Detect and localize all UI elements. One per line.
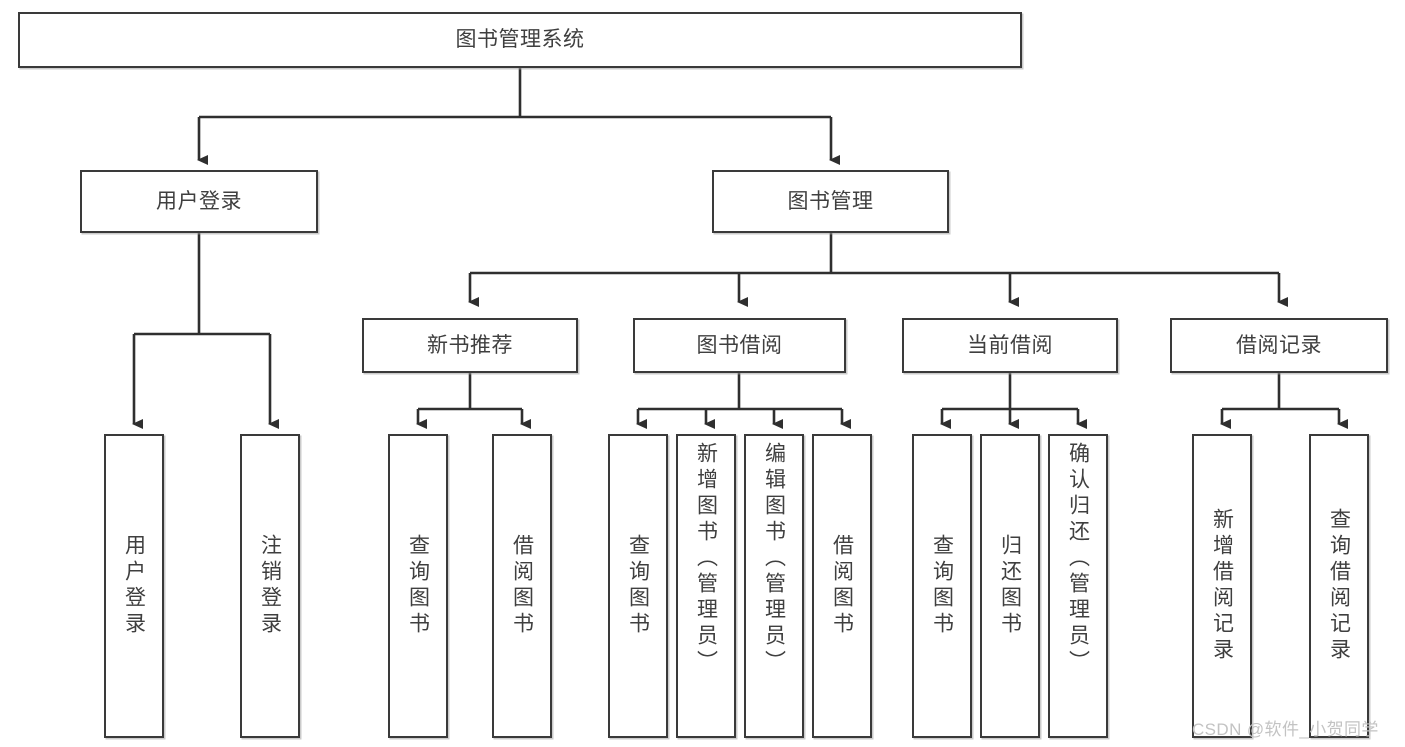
leaf-query-book-3-label: 查询图书 — [930, 534, 954, 638]
leaf-edit-book[interactable]: 编辑图书（管理员） — [744, 434, 804, 738]
leaf-add-book[interactable]: 新增图书（管理员） — [676, 434, 736, 738]
leaf-query-book-1-label: 查询图书 — [406, 534, 430, 638]
node-book-manage-label: 图书管理 — [787, 189, 874, 213]
leaf-user-login[interactable]: 用户登录 — [104, 434, 164, 738]
node-new-book-recommend-label: 新书推荐 — [427, 333, 513, 357]
node-current-borrow[interactable]: 当前借阅 — [902, 318, 1118, 373]
csdn-watermark: CSDN @软件_小贺同学 — [1192, 720, 1379, 739]
node-current-borrow-label: 当前借阅 — [967, 333, 1053, 357]
node-user-login[interactable]: 用户登录 — [80, 170, 318, 233]
leaf-borrow-book-2[interactable]: 借阅图书 — [812, 434, 872, 738]
leaf-edit-book-label: 编辑图书（管理员） — [762, 442, 786, 676]
leaf-add-record[interactable]: 新增借阅记录 — [1192, 434, 1252, 738]
leaf-query-book-2-label: 查询图书 — [626, 534, 650, 638]
node-book-borrow[interactable]: 图书借阅 — [633, 318, 846, 373]
leaf-user-login-label: 用户登录 — [122, 534, 146, 638]
leaf-query-book-1[interactable]: 查询图书 — [388, 434, 448, 738]
node-borrow-record-label: 借阅记录 — [1236, 333, 1322, 357]
leaf-add-book-label: 新增图书（管理员） — [694, 442, 718, 676]
leaf-query-book-3[interactable]: 查询图书 — [912, 434, 972, 738]
leaf-confirm-return[interactable]: 确认归还（管理员） — [1048, 434, 1108, 738]
leaf-borrow-book-1[interactable]: 借阅图书 — [492, 434, 552, 738]
node-book-manage[interactable]: 图书管理 — [712, 170, 949, 233]
node-root-label: 图书管理系统 — [455, 28, 585, 52]
leaf-query-book-2[interactable]: 查询图书 — [608, 434, 668, 738]
node-book-borrow-label: 图书借阅 — [696, 333, 783, 357]
leaf-confirm-return-label: 确认归还（管理员） — [1066, 442, 1090, 676]
leaf-query-record[interactable]: 查询借阅记录 — [1309, 434, 1369, 738]
leaf-borrow-book-2-label: 借阅图书 — [830, 534, 854, 638]
leaf-query-record-label: 查询借阅记录 — [1327, 508, 1351, 664]
leaf-user-logout[interactable]: 注销登录 — [240, 434, 300, 738]
node-user-login-label: 用户登录 — [156, 189, 242, 213]
node-root[interactable]: 图书管理系统 — [18, 12, 1022, 68]
node-new-book-recommend[interactable]: 新书推荐 — [362, 318, 578, 373]
leaf-borrow-book-1-label: 借阅图书 — [510, 534, 534, 638]
leaf-return-book-label: 归还图书 — [998, 534, 1022, 638]
leaf-user-logout-label: 注销登录 — [258, 534, 282, 638]
leaf-add-record-label: 新增借阅记录 — [1210, 508, 1234, 664]
node-borrow-record[interactable]: 借阅记录 — [1170, 318, 1388, 373]
leaf-return-book[interactable]: 归还图书 — [980, 434, 1040, 738]
